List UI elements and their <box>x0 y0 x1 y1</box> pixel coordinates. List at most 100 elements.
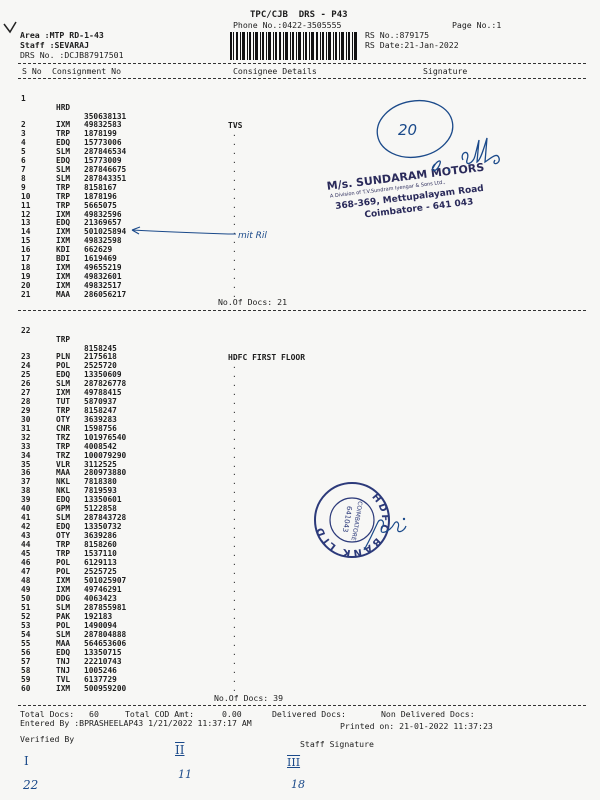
row-number: 287846675 <box>84 164 127 174</box>
row-sno: 3 <box>21 128 26 138</box>
row-sno: 17 <box>21 254 31 264</box>
mid-mark-top: II <box>175 743 185 757</box>
mid-mark-bottom: 11 <box>178 768 192 781</box>
table-row-first-group1: 1 HRD 350638131 TVS <box>0 85 600 130</box>
signature-dot: . <box>232 254 237 264</box>
row-number: 280973880 <box>84 468 127 478</box>
row-number: 286056217 <box>84 290 127 300</box>
signature-dot: . <box>232 218 237 228</box>
row-number: 8158167 <box>84 182 117 192</box>
verified-by: Verified By <box>20 734 75 744</box>
row-prefix: POL <box>56 620 71 630</box>
signature-dot: . <box>232 495 237 505</box>
signature-dot: . <box>232 209 237 219</box>
signature-dot: . <box>232 567 237 577</box>
row-sno: 15 <box>21 236 31 246</box>
signature-dot: . <box>232 468 237 478</box>
row-number: 5870937 <box>84 396 117 406</box>
row-sno: 27 <box>21 387 31 397</box>
row-sno: 32 <box>21 432 31 442</box>
row-prefix: NKL <box>56 477 71 487</box>
signature-dot: . <box>232 477 237 487</box>
row-number: 1598756 <box>84 423 117 433</box>
row-number: 49832583 <box>84 120 122 129</box>
row-prefix: TRP <box>56 191 71 201</box>
row-number: 49655219 <box>84 263 122 273</box>
row-sno: 43 <box>21 531 31 541</box>
total-cod-label: Total COD Amt: <box>125 709 195 719</box>
row-sno: 56 <box>21 647 31 657</box>
staff-mark-top: III <box>287 756 301 769</box>
row-sno: 38 <box>21 486 31 496</box>
row-sno: 10 <box>21 191 31 201</box>
row-number: 22210743 <box>84 656 122 666</box>
row-sno: 41 <box>21 513 31 523</box>
row-prefix: TRP <box>56 128 71 138</box>
signature-dot: . <box>232 459 237 469</box>
row-prefix: TRP <box>56 200 71 210</box>
signature-dot: . <box>232 414 237 424</box>
row-prefix: EDQ <box>56 647 71 657</box>
row-consignee: HDFC FIRST FLOOR <box>228 353 306 362</box>
signature-dot: . <box>232 155 237 165</box>
signature-dot: . <box>232 182 237 192</box>
row-sno: 20 <box>21 281 31 291</box>
row-sno: 23 <box>21 352 31 361</box>
row-number: 6137729 <box>84 674 117 684</box>
signature-dot: . <box>232 423 237 433</box>
staff-mark-bottom: 18 <box>291 778 305 791</box>
rs-number: RS No.:879175 <box>365 30 430 40</box>
row-number: 15773006 <box>84 137 122 147</box>
row-sno: 2 <box>21 120 26 129</box>
signature-dot: . <box>232 647 237 657</box>
row-number: 49832517 <box>84 281 122 291</box>
signature-dot: . <box>232 540 237 550</box>
row-number: 5665075 <box>84 200 117 210</box>
signature-dot: . <box>232 656 237 666</box>
row-number: 100079290 <box>84 450 127 460</box>
row-number: 8158260 <box>84 540 117 550</box>
row-number: 3112525 <box>84 459 117 469</box>
row-sno: 24 <box>21 360 31 370</box>
row-sno: 26 <box>21 378 31 388</box>
row-sno: 28 <box>21 396 31 406</box>
signature-dot: . <box>232 290 237 300</box>
row-number: 1490094 <box>84 620 117 630</box>
row-sno: 34 <box>21 450 31 460</box>
row-number: 101976540 <box>84 432 127 442</box>
row-prefix: SLM <box>56 513 71 523</box>
signature-dot: . <box>232 602 237 612</box>
drs-number: DRS No. :DCJB87917501 <box>20 50 124 60</box>
signature-dot: . <box>232 272 237 282</box>
row-sno: 57 <box>21 656 31 666</box>
row-number: 500959200 <box>84 683 127 693</box>
row-number: 1878196 <box>84 191 117 201</box>
drs-title: TPC/CJB DRS - P43 <box>250 10 348 20</box>
signature-dot: . <box>232 522 237 532</box>
row-sno: 29 <box>21 405 31 415</box>
row-prefix: NKL <box>56 486 71 496</box>
signature-dot: . <box>232 200 237 210</box>
row-number: 49788415 <box>84 387 122 397</box>
row-number: 2525720 <box>84 360 117 370</box>
footer-rule <box>18 705 586 706</box>
signature-dot: . <box>232 378 237 388</box>
